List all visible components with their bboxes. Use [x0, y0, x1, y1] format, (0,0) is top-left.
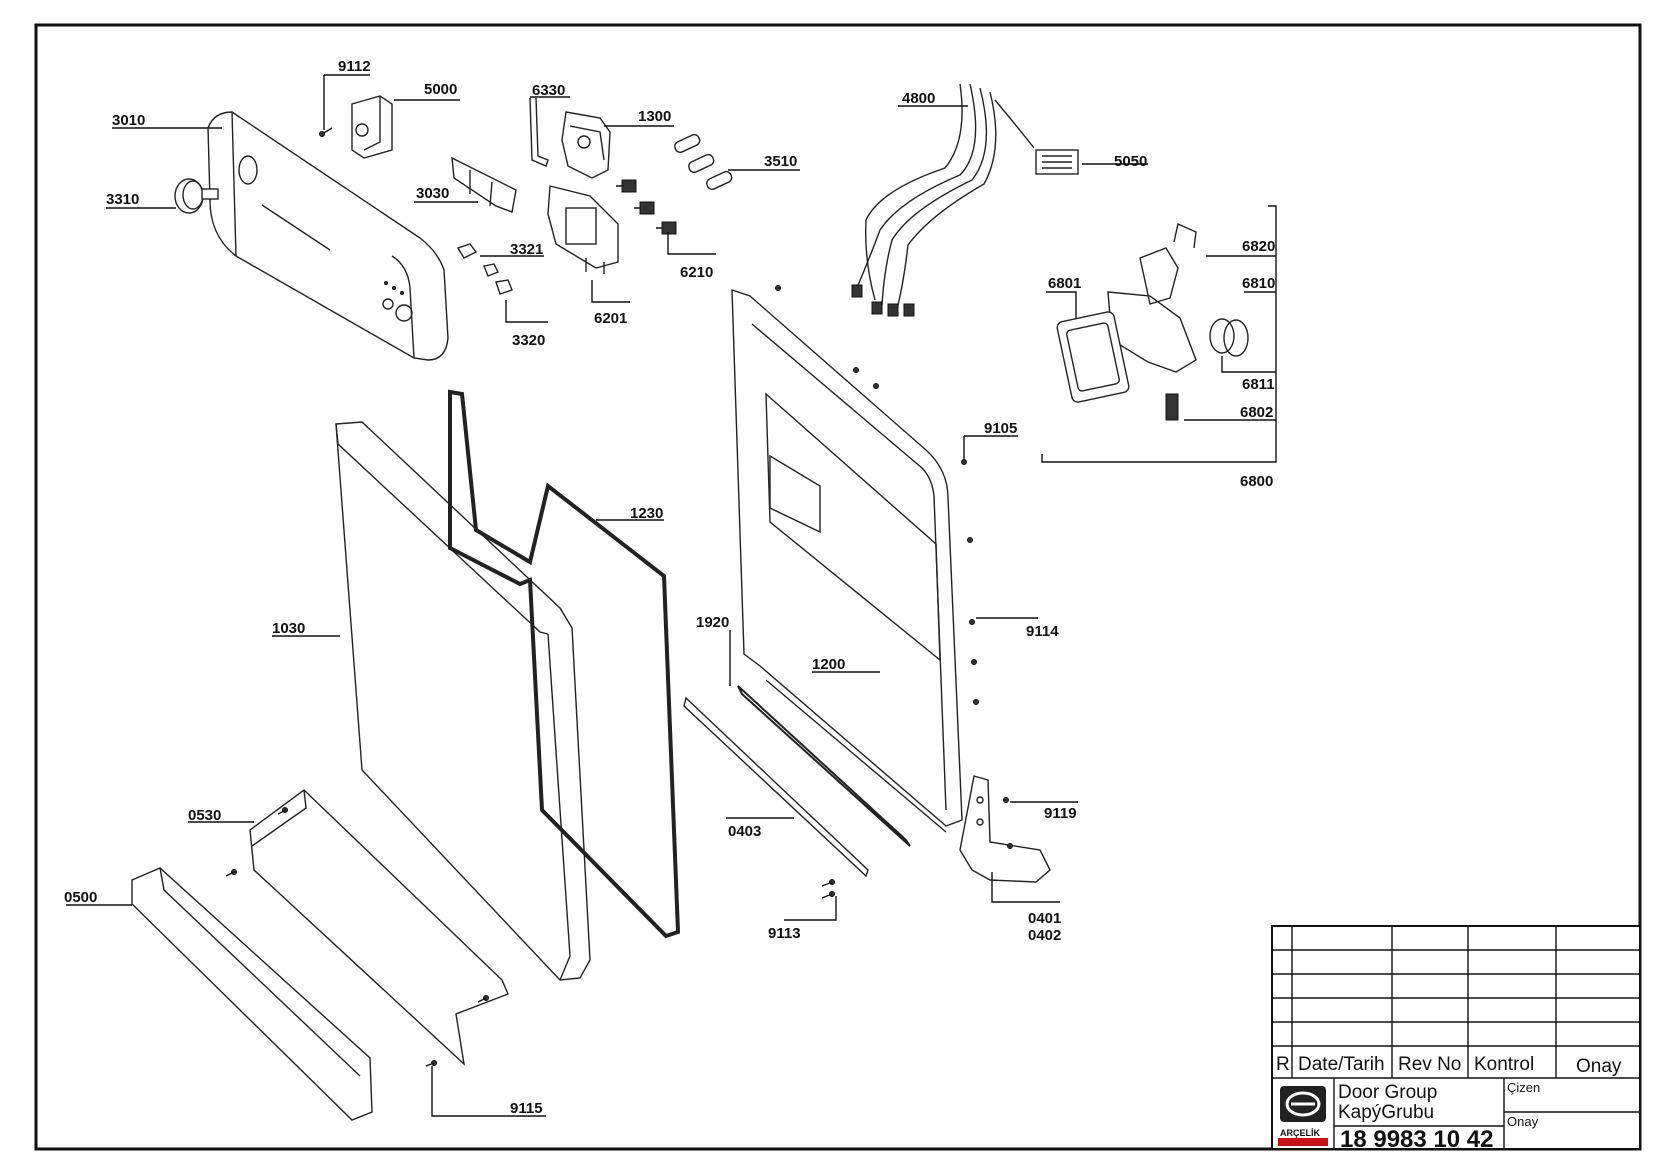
rev-header-kontrol: Kontrol	[1474, 1054, 1534, 1075]
label-3320: 3320	[512, 332, 545, 349]
switch-box-part	[351, 95, 393, 159]
onay-small-label: Onay	[1507, 1114, 1539, 1129]
module-bracket-1300-part	[561, 111, 611, 179]
label-0401: 0401	[1028, 910, 1061, 927]
title-en: Door Group	[1338, 1082, 1437, 1103]
label-0500: 0500	[64, 889, 97, 906]
outer-door-panel-part	[335, 421, 591, 981]
label-3510: 3510	[764, 153, 797, 170]
label-9114: 9114	[1026, 623, 1059, 640]
title-block: R Date/Tarih Rev No Kontrol Onay ARÇELİK…	[1271, 925, 1641, 1153]
label-3310: 3310	[106, 191, 139, 208]
button-3320-part	[495, 279, 513, 295]
label-1920: 1920	[696, 614, 729, 631]
label-6801: 6801	[1048, 275, 1081, 292]
strip-1920-part	[737, 685, 911, 847]
label-6820: 6820	[1242, 238, 1275, 255]
label-6810: 6810	[1242, 275, 1275, 292]
label-4800: 4800	[902, 90, 935, 107]
label-6811: 6811	[1242, 376, 1275, 393]
label-1300: 1300	[638, 108, 671, 125]
arcelik-logo: ARÇELİK	[1278, 1086, 1328, 1146]
label-5000: 5000	[424, 81, 457, 98]
title-tr: KapýGrubu	[1338, 1102, 1434, 1123]
label-5050: 5050	[1114, 153, 1147, 170]
rev-header-date: Date/Tarih	[1298, 1054, 1385, 1075]
rev-header-onay: Onay	[1576, 1056, 1622, 1077]
knob-part	[174, 178, 219, 214]
screw-9112	[319, 127, 333, 137]
dispenser-6800-part	[1056, 223, 1249, 421]
label-9119: 9119	[1044, 805, 1077, 822]
label-9113: 9113	[768, 925, 801, 942]
rev-header-rev: Rev No	[1398, 1054, 1461, 1075]
inner-door-part	[731, 289, 963, 833]
part-labels: 9112 5000 6330 1300 3010 3510 3310 3030 …	[64, 58, 1275, 1117]
label-1230: 1230	[630, 505, 663, 522]
control-panel-part	[207, 111, 449, 361]
strip-0403-part	[683, 696, 869, 878]
bracket-3030-part	[451, 156, 517, 213]
dispenser-group-bracket	[1041, 205, 1277, 463]
connector-5050-part	[1035, 149, 1079, 175]
label-9112: 9112	[338, 58, 371, 75]
screws	[225, 285, 1013, 1067]
switch-6210-part	[616, 179, 677, 235]
label-3030: 3030	[416, 185, 449, 202]
label-9105: 9105	[984, 420, 1017, 437]
frame-6201-part	[547, 185, 619, 274]
clip-6330-part	[529, 97, 549, 167]
label-1200: 1200	[812, 656, 845, 673]
label-3010: 3010	[112, 112, 145, 129]
label-3321: 3321	[510, 241, 543, 258]
label-0530: 0530	[188, 807, 221, 824]
label-1030: 1030	[272, 620, 305, 637]
label-6201: 6201	[594, 310, 627, 327]
label-6210: 6210	[680, 264, 713, 281]
label-0402: 0402	[1028, 927, 1061, 944]
door-seal-part	[448, 389, 681, 939]
label-6800: 6800	[1240, 473, 1273, 490]
cizen-label: Çizen	[1507, 1080, 1540, 1095]
label-6802: 6802	[1240, 404, 1273, 421]
drawing-frame	[34, 23, 1642, 1151]
hinge-part	[959, 775, 1051, 883]
leader-lines	[66, 74, 1276, 1117]
rev-header-r: R	[1276, 1054, 1290, 1075]
brand-text: ARÇELİK	[1280, 1128, 1320, 1138]
button-3321-part	[456, 243, 499, 277]
cylinder-3510-part	[674, 133, 733, 190]
kick-plate-0500-part	[131, 867, 373, 1121]
drawing-number: 18 9983 10 42	[1340, 1126, 1493, 1153]
label-0403: 0403	[728, 823, 761, 840]
lower-bracket-0530-part	[249, 789, 509, 1066]
label-9115: 9115	[510, 1100, 543, 1117]
label-6330: 6330	[532, 82, 565, 99]
wire-harness-part	[851, 83, 1035, 317]
